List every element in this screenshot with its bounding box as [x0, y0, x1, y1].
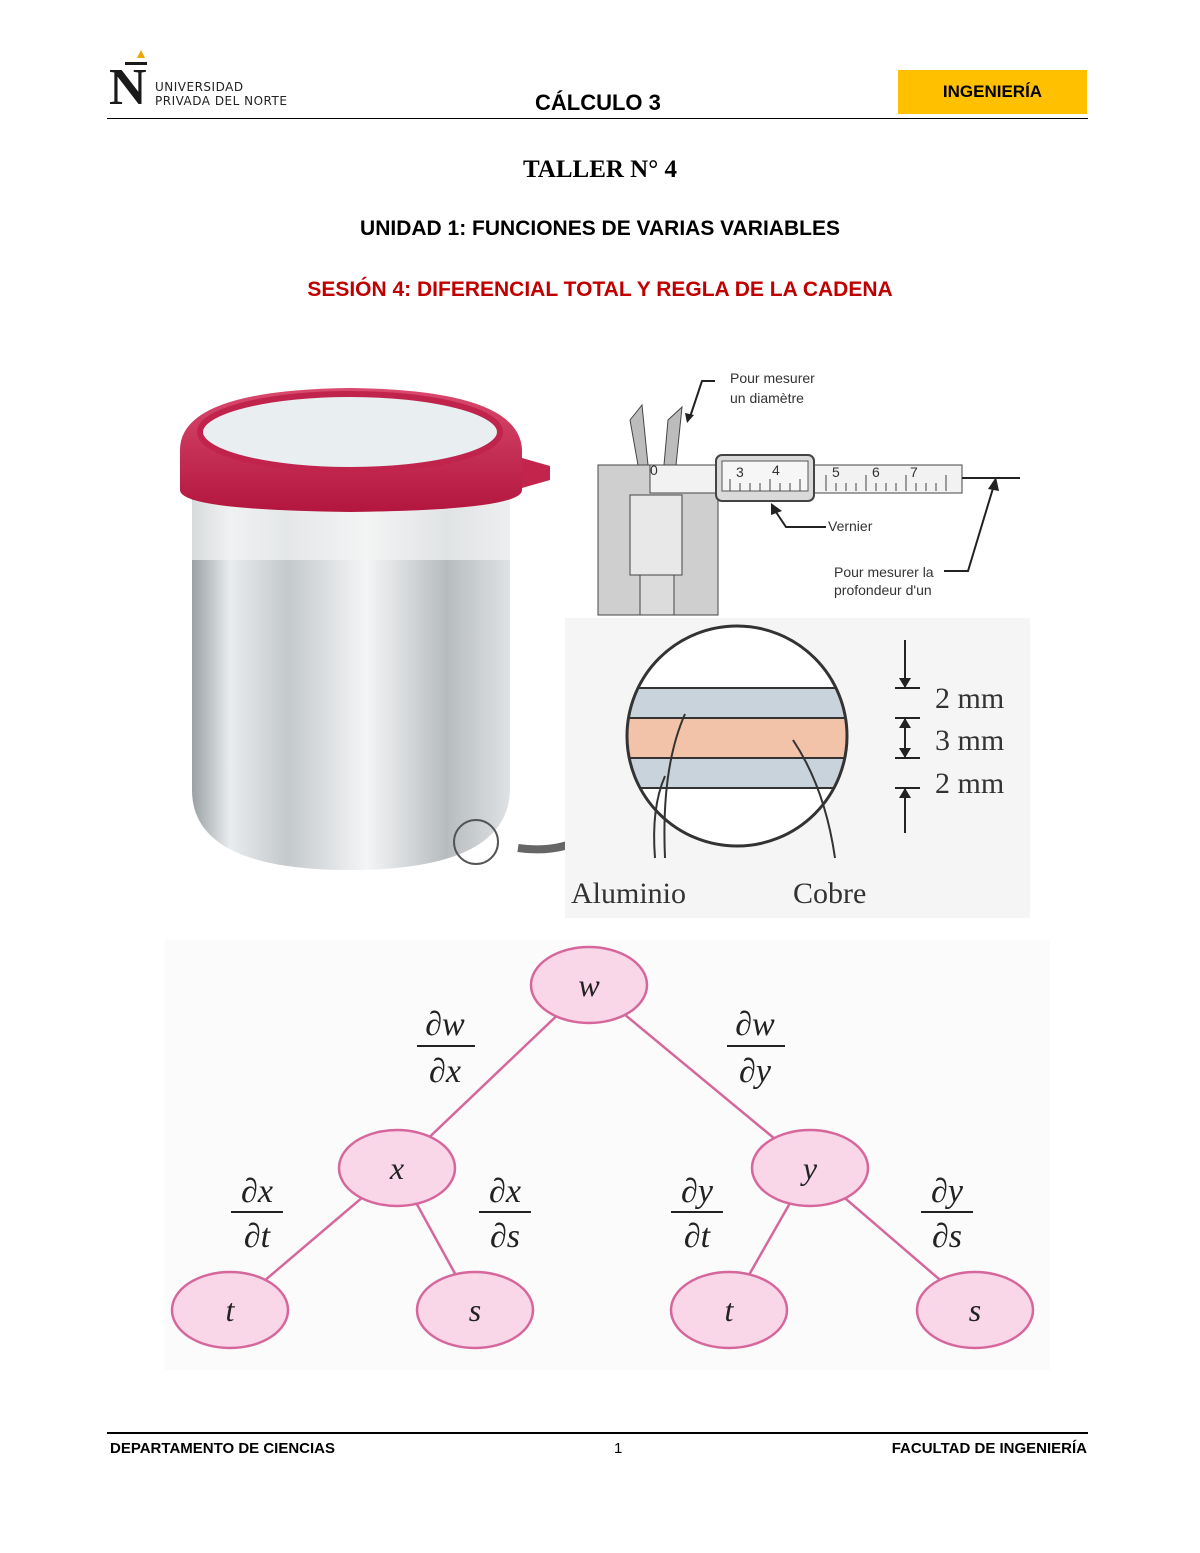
label-depth-2: profondeur d'un [834, 582, 932, 598]
scale-5: 5 [832, 464, 840, 480]
university-logo-icon: N [109, 50, 147, 116]
faculty-badge: INGENIERÍA [898, 70, 1087, 114]
unit-heading: UNIDAD 1: FUNCIONES DE VARIAS VARIABLES [360, 217, 840, 240]
header-rule [107, 118, 1088, 119]
node-y: y [800, 1150, 818, 1186]
scale-0: 0 [650, 462, 658, 478]
scale-6: 6 [872, 464, 880, 480]
session-heading: SESIÓN 4: DIFERENCIAL TOTAL Y REGLA DE L… [307, 278, 893, 301]
steel-container-image [180, 388, 550, 870]
footer-rule [107, 1432, 1088, 1434]
course-title: CÁLCULO 3 [535, 90, 661, 115]
node-leaf-s-2: s [969, 1292, 981, 1328]
frac-dx-dt-den: ∂t [244, 1218, 272, 1255]
frac-dw-dx-num: ∂w [425, 1006, 465, 1043]
footer-faculty: FACULTAD DE INGENIERÍA [891, 1440, 1087, 1457]
frac-dy-ds-den: ∂s [932, 1218, 962, 1255]
scale-4: 4 [772, 462, 780, 478]
node-x: x [389, 1150, 404, 1186]
frac-dw-dy-num: ∂w [735, 1006, 775, 1043]
frac-dx-dt-num: ∂x [241, 1173, 273, 1210]
node-root-w: w [578, 967, 600, 1003]
frac-dx-ds-den: ∂s [490, 1218, 520, 1255]
label-aluminio: Aluminio [571, 877, 686, 910]
label-diameter-2: un diamètre [730, 390, 804, 406]
logo-line-1: UNIVERSIDAD [155, 80, 244, 94]
frac-dy-dt-num: ∂y [681, 1173, 714, 1210]
thickness-top: 2 mm [935, 682, 1004, 715]
svg-text:N: N [109, 59, 147, 110]
page-title: TALLER N° 4 [522, 156, 677, 183]
label-diameter-1: Pour mesurer [730, 370, 815, 386]
logo: N UNIVERSIDAD PRIVADA DEL NORTE [105, 48, 305, 116]
chain-rule-tree-diagram: w x y t s t s ∂w ∂x ∂w ∂y ∂x ∂t ∂x ∂s ∂y… [165, 940, 1050, 1370]
node-leaf-t-2: t [725, 1292, 735, 1328]
logo-line-2: PRIVADA DEL NORTE [155, 94, 288, 108]
node-leaf-s-1: s [469, 1292, 481, 1328]
scale-7: 7 [910, 464, 918, 480]
label-depth-1: Pour mesurer la [834, 564, 934, 580]
scale-3: 3 [736, 464, 744, 480]
footer-page-number: 1 [614, 1440, 623, 1457]
label-vernier: Vernier [828, 518, 873, 534]
frac-dx-ds-num: ∂x [489, 1173, 521, 1210]
frac-dy-dt-den: ∂t [684, 1218, 712, 1255]
frac-dw-dx-den: ∂x [429, 1053, 461, 1090]
layer-magnification-diagram: 2 mm 3 mm 2 mm Aluminio Cobre [565, 618, 1030, 918]
thickness-bottom: 2 mm [935, 767, 1004, 800]
footer-department: DEPARTAMENTO DE CIENCIAS [110, 1440, 336, 1457]
frac-dy-ds-num: ∂y [931, 1173, 964, 1210]
vernier-caliper-diagram: 0 3 4 5 6 7 Pour mesurer un diamètre Ver… [597, 370, 1020, 616]
label-cobre: Cobre [793, 877, 866, 910]
node-leaf-t-1: t [226, 1292, 236, 1328]
frac-dw-dy-den: ∂y [739, 1053, 772, 1090]
thickness-middle: 3 mm [935, 724, 1004, 757]
